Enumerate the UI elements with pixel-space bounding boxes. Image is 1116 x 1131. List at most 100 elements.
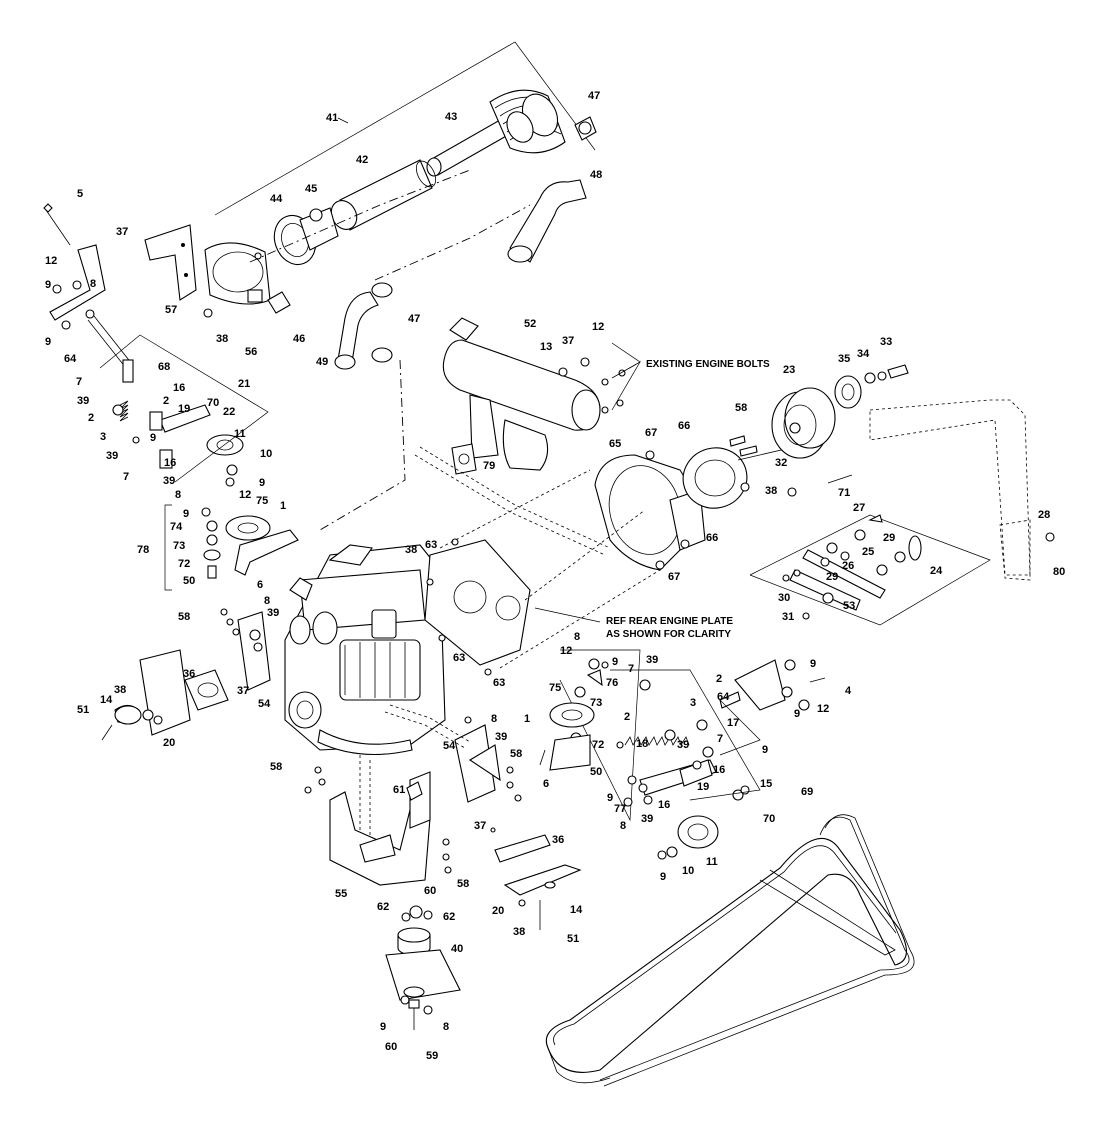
callout-18: 18	[636, 738, 648, 750]
callout-32: 32	[775, 457, 787, 469]
callout-37: 37	[116, 226, 128, 238]
callout-3: 3	[690, 697, 696, 709]
callout-8: 8	[175, 489, 181, 501]
callout-10: 10	[260, 448, 272, 460]
callout-60: 60	[385, 1041, 397, 1053]
callout-64: 64	[717, 691, 730, 703]
right-tension-assembly	[539, 649, 826, 860]
note-as-shown-for-clarity: AS SHOWN FOR CLARITY	[606, 629, 731, 640]
callout-59: 59	[426, 1050, 438, 1062]
callout-67: 67	[668, 571, 680, 583]
callout-77: 77	[614, 803, 626, 815]
callout-39: 39	[267, 607, 279, 619]
callout-62: 62	[443, 911, 455, 923]
callout-52: 52	[524, 318, 536, 330]
callout-19: 19	[697, 781, 709, 793]
callout-2: 2	[624, 711, 630, 723]
callout-9: 9	[183, 508, 189, 520]
callout-63: 63	[425, 539, 437, 551]
callout-9: 9	[150, 432, 156, 444]
callout-9: 9	[794, 708, 800, 720]
callout-58: 58	[510, 748, 522, 760]
callout-53: 53	[843, 600, 855, 612]
callout-8: 8	[90, 278, 96, 290]
callout-22: 22	[223, 406, 235, 418]
callout-4: 4	[845, 685, 852, 697]
callout-38: 38	[216, 333, 228, 345]
callout-39: 39	[106, 450, 118, 462]
callout-73: 73	[590, 697, 602, 709]
callout-42: 42	[356, 154, 368, 166]
callout-67: 67	[645, 427, 657, 439]
callout-39: 39	[163, 475, 175, 487]
callout-9: 9	[607, 792, 613, 804]
callout-39: 39	[77, 395, 89, 407]
callout-79: 79	[483, 460, 495, 472]
diagram-notes: EXISTING ENGINE BOLTS REF REAR ENGINE PL…	[606, 359, 770, 640]
callout-27: 27	[853, 502, 865, 514]
lower-bracket	[304, 755, 452, 886]
callout-14: 14	[570, 904, 583, 916]
callout-5: 5	[77, 188, 83, 200]
callout-41: 41	[326, 112, 338, 124]
callout-57: 57	[165, 304, 177, 316]
callout-33: 33	[880, 336, 892, 348]
callout-2: 2	[716, 673, 722, 685]
callout-10: 10	[682, 865, 694, 877]
callout-60: 60	[424, 885, 436, 897]
callout-54: 54	[258, 698, 271, 710]
vibration-mount	[385, 905, 461, 1030]
callout-71: 71	[838, 487, 850, 499]
callout-19: 19	[178, 403, 190, 415]
callout-13: 13	[540, 341, 552, 353]
engine-block	[284, 469, 661, 756]
callout-8: 8	[443, 1021, 449, 1033]
callout-36: 36	[183, 668, 195, 680]
callout-39: 39	[646, 654, 658, 666]
callout-43: 43	[445, 111, 457, 123]
callout-76: 76	[606, 677, 618, 689]
callout-56: 56	[245, 346, 257, 358]
callout-24: 24	[930, 565, 943, 577]
center-motor-mount	[384, 704, 522, 803]
callout-51: 51	[567, 933, 579, 945]
callout-38: 38	[114, 684, 126, 696]
callout-62: 62	[377, 901, 389, 913]
callout-40: 40	[451, 943, 463, 955]
air-cleaner-assembly	[144, 41, 597, 531]
callout-9: 9	[810, 658, 816, 670]
callout-58: 58	[735, 402, 747, 414]
callout-12: 12	[817, 703, 829, 715]
callout-55: 55	[335, 888, 347, 900]
callout-38: 38	[513, 926, 525, 938]
callout-7: 7	[76, 376, 82, 388]
callout-26: 26	[842, 560, 854, 572]
callout-74: 74	[170, 521, 183, 533]
callout-75: 75	[549, 682, 561, 694]
callout-66: 66	[706, 532, 718, 544]
callout-12: 12	[239, 489, 251, 501]
callout-48: 48	[590, 169, 602, 181]
callout-34: 34	[857, 348, 870, 360]
callout-47: 47	[588, 90, 600, 102]
callout-58: 58	[178, 611, 190, 623]
callout-30: 30	[778, 592, 790, 604]
callout-12: 12	[592, 321, 604, 333]
idler-arm-assembly	[749, 514, 1055, 626]
callout-20: 20	[492, 905, 504, 917]
callout-9: 9	[762, 744, 768, 756]
callout-1: 1	[280, 500, 286, 512]
callout-64: 64	[64, 353, 77, 365]
callout-16: 16	[658, 799, 670, 811]
note-ref-rear-engine-plate: REF REAR ENGINE PLATE	[606, 616, 733, 627]
callout-8: 8	[574, 631, 580, 643]
callout-11: 11	[706, 856, 718, 868]
callout-66: 66	[678, 420, 690, 432]
callout-61: 61	[393, 784, 405, 796]
callout-45: 45	[305, 183, 317, 195]
callout-16: 16	[164, 457, 176, 469]
left-tension-assembly	[43, 203, 299, 591]
callout-2: 2	[88, 412, 94, 424]
callout-21: 21	[238, 378, 250, 390]
